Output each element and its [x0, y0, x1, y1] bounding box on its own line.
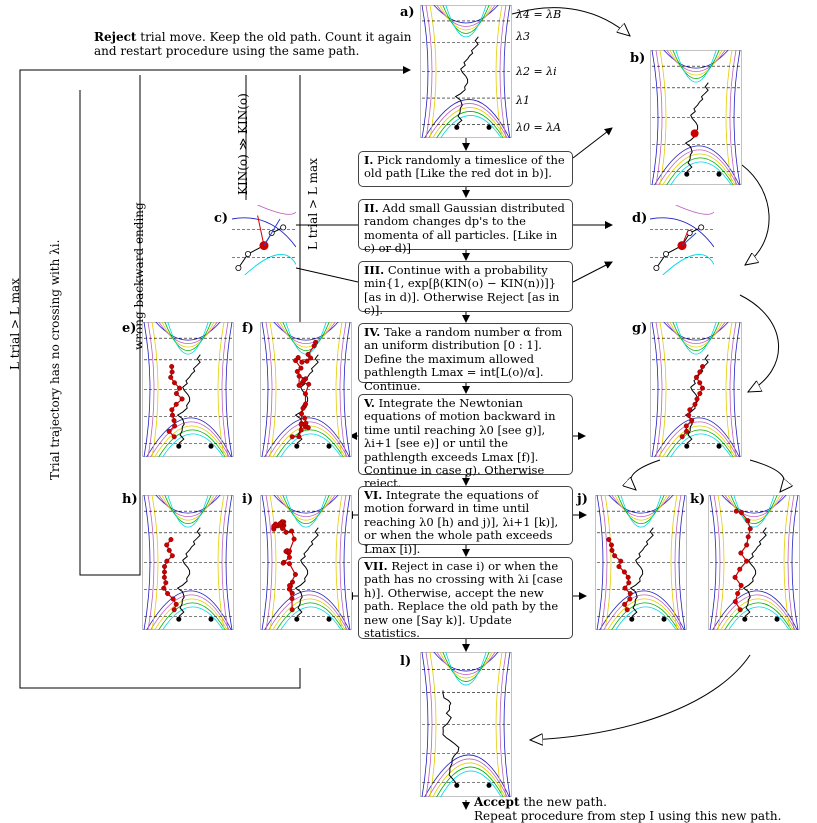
panel-d: [650, 205, 714, 275]
panel-j-label: j): [577, 492, 588, 507]
accept-note-line2: Repeat procedure from step I using this …: [474, 809, 782, 823]
panel-i: [260, 495, 352, 630]
panel-f: [260, 322, 352, 457]
step-5-text: Integrate the Newtonian equations of mot…: [364, 396, 556, 491]
panel-c-label: c): [214, 211, 229, 226]
panel-b: [650, 50, 742, 185]
step-6-num: VI.: [364, 488, 383, 502]
lambda-4-label: λ4 = λB: [516, 8, 562, 21]
step-7-text: Reject in case i) or when the path has n…: [364, 559, 563, 641]
panel-a: [420, 5, 512, 138]
panel-a-label: a): [400, 5, 415, 20]
lambda-3-label: λ3: [516, 30, 530, 43]
panel-l-label: l): [400, 654, 412, 669]
reject-note: Reject trial move. Keep the old path. Co…: [94, 30, 411, 58]
step-7-num: VII.: [364, 559, 388, 573]
lambda-2-label: λ2 = λi: [516, 65, 557, 78]
panel-b-label: b): [630, 51, 646, 66]
panel-e: [142, 322, 234, 457]
panel-c: [232, 205, 296, 275]
step-4-box: IV. Take a random number α from an unifo…: [358, 323, 573, 392]
accept-note: Accept the new path. Repeat procedure fr…: [474, 795, 781, 823]
lambda-1-label: λ1: [516, 94, 530, 107]
panel-j: [595, 495, 687, 630]
panel-h-label: h): [122, 492, 138, 507]
step-1-num: I.: [364, 153, 374, 167]
step-2-num: II.: [364, 201, 379, 215]
panel-k: [708, 495, 800, 630]
step-6-box: VI. Integrate the equations of motion fo…: [358, 486, 573, 555]
step-7-box: VII. Reject in case i) or when the path …: [358, 557, 573, 641]
panel-g: [650, 322, 742, 457]
ltrial-right-note: L trial > L max: [306, 158, 320, 250]
step-1-text: Pick randomly a timeslice of the old pat…: [364, 153, 565, 181]
no-crossing-note: Trial trajectory has no crossing with λi…: [48, 239, 62, 480]
panel-h: [142, 495, 234, 630]
accept-note-line1: the new path.: [519, 795, 607, 809]
panel-g-label: g): [632, 321, 648, 336]
panel-e-label: e): [122, 321, 137, 336]
ltrial-left-note: L trial > L max: [8, 278, 22, 370]
panel-k-label: k): [690, 492, 706, 507]
reject-note-bold: Reject: [94, 30, 137, 44]
panel-f-label: f): [242, 321, 254, 336]
step-3-text: Continue with a probability min{1, exp[β…: [364, 263, 560, 318]
step-1-box: I. Pick randomly a timeslice of the old …: [358, 151, 573, 187]
step-2-box: II. Add small Gaussian distributed rando…: [358, 199, 573, 255]
panel-i-label: i): [242, 492, 254, 507]
panel-l: [420, 652, 512, 797]
step-3-num: III.: [364, 263, 385, 277]
lambda-0-label: λ0 = λA: [516, 121, 562, 134]
step-6-text: Integrate the equations of motion forwar…: [364, 488, 559, 556]
accept-note-bold: Accept: [474, 795, 520, 809]
step-5-box: V. Integrate the Newtonian equations of …: [358, 394, 573, 490]
step-4-text: Take a random number α from an uniform d…: [364, 325, 563, 393]
reject-note-line1: trial move. Keep the old path. Count it …: [136, 30, 412, 44]
kin-note: KIN(o) ≫ KIN(o): [236, 93, 250, 195]
step-5-num: V.: [364, 396, 375, 410]
reject-note-line2: and restart procedure using the same pat…: [94, 44, 360, 58]
panel-d-label: d): [632, 211, 648, 226]
step-3-box: III. Continue with a probability min{1, …: [358, 261, 573, 317]
step-2-text: Add small Gaussian distributed random ch…: [364, 201, 565, 256]
step-4-num: IV.: [364, 325, 381, 339]
